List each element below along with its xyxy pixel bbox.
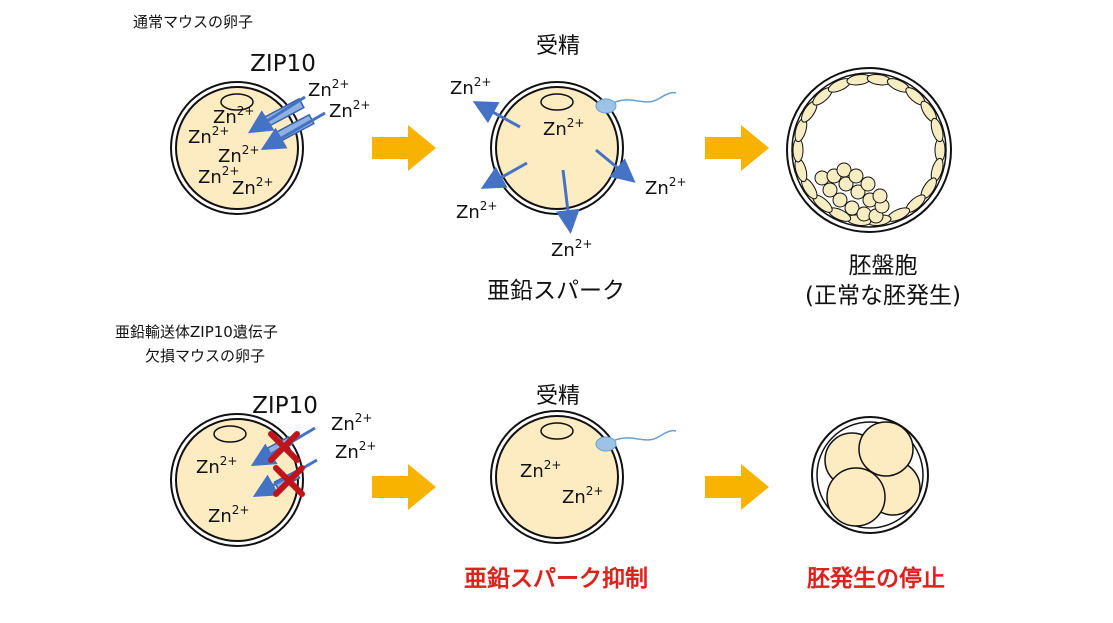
zn-ions-spark: Zn2+ Zn2+ Zn2+ Zn2+ Zn2+ [450,75,686,261]
svg-text:Zn2+: Zn2+ [329,98,370,122]
blastocyst-label: 胚盤胞 [849,253,918,279]
svg-text:Zn2+: Zn2+ [213,104,254,128]
inner-cell-mass-cell [850,184,866,200]
process-arrow-bottom-1 [372,464,436,510]
zinc-spark-suppressed-label: 亜鉛スパーク抑制 [464,565,648,592]
inner-cell-mass-cell [844,200,860,216]
svg-text:Zn2+: Zn2+ [198,164,239,188]
blastocyst [786,67,952,233]
fertilized-knockout-egg [490,410,677,544]
zn-ions-retained: Zn2+ Zn2+ [520,458,603,508]
inner-cell-mass-cell [832,192,848,208]
inner-cell-mass-cell [836,162,852,178]
sperm [595,429,677,452]
normal-egg [170,81,326,215]
zn-ions-knockout-egg: Zn2+ Zn2+ Zn2+ Zn2+ [196,411,376,527]
sperm [595,91,677,114]
development-arrest-label: 胚発生の停止 [807,565,945,592]
inner-cell-mass-cell [822,182,838,198]
svg-text:Zn2+: Zn2+ [562,484,603,508]
svg-text:Zn2+: Zn2+ [543,116,584,140]
svg-text:Zn2+: Zn2+ [551,237,592,261]
zip10-label-top: ZIP10 [250,51,316,77]
zip10-knockout-egg [170,413,318,547]
fertilized-egg [472,81,677,234]
svg-text:Zn2+: Zn2+ [335,439,376,463]
svg-text:Zn2+: Zn2+ [456,199,497,223]
zinc-spark-arrows [472,101,636,234]
process-arrow-top-1 [372,125,436,171]
process-arrow-bottom-2 [705,464,769,510]
zinc-spark-label: 亜鉛スパーク [487,278,625,304]
svg-text:Zn2+: Zn2+ [232,175,273,199]
top-caption: 通常マウスの卵子 [133,13,253,31]
svg-text:Zn2+: Zn2+ [196,454,237,478]
process-arrow-top-2 [705,125,769,171]
svg-text:Zn2+: Zn2+ [218,143,259,167]
bottom-caption-line1: 亜鉛輸送体ZIP10遺伝子 [115,323,278,341]
svg-text:Zn2+: Zn2+ [331,411,372,435]
svg-text:Zn2+: Zn2+ [450,75,491,99]
inner-cell-mass-cell [860,176,876,192]
trophectoderm-cell [930,117,944,143]
svg-text:Zn2+: Zn2+ [208,503,249,527]
zn-ions-normal-egg: Zn2+ Zn2+ Zn2+ Zn2+ Zn2+ Zn2+ Zn2+ [188,77,370,199]
polar-body [220,93,254,111]
svg-text:Zn2+: Zn2+ [308,77,349,101]
inner-cell-mass-cell [872,188,888,204]
bottom-caption-line2: 欠損マウスの卵子 [145,347,265,365]
inner-cell-mass-cell [848,168,864,184]
fertilization-label-top: 受精 [536,34,580,59]
zip10-label-bottom: ZIP10 [252,393,318,419]
fertilization-label-bottom: 受精 [536,384,580,409]
svg-text:Zn2+: Zn2+ [188,124,229,148]
arrested-embryo [811,416,929,534]
svg-text:Zn2+: Zn2+ [520,458,561,482]
blocked-x-icon [268,431,305,497]
svg-text:Zn2+: Zn2+ [645,175,686,199]
normal-development-label: (正常な胚発生) [805,283,961,309]
